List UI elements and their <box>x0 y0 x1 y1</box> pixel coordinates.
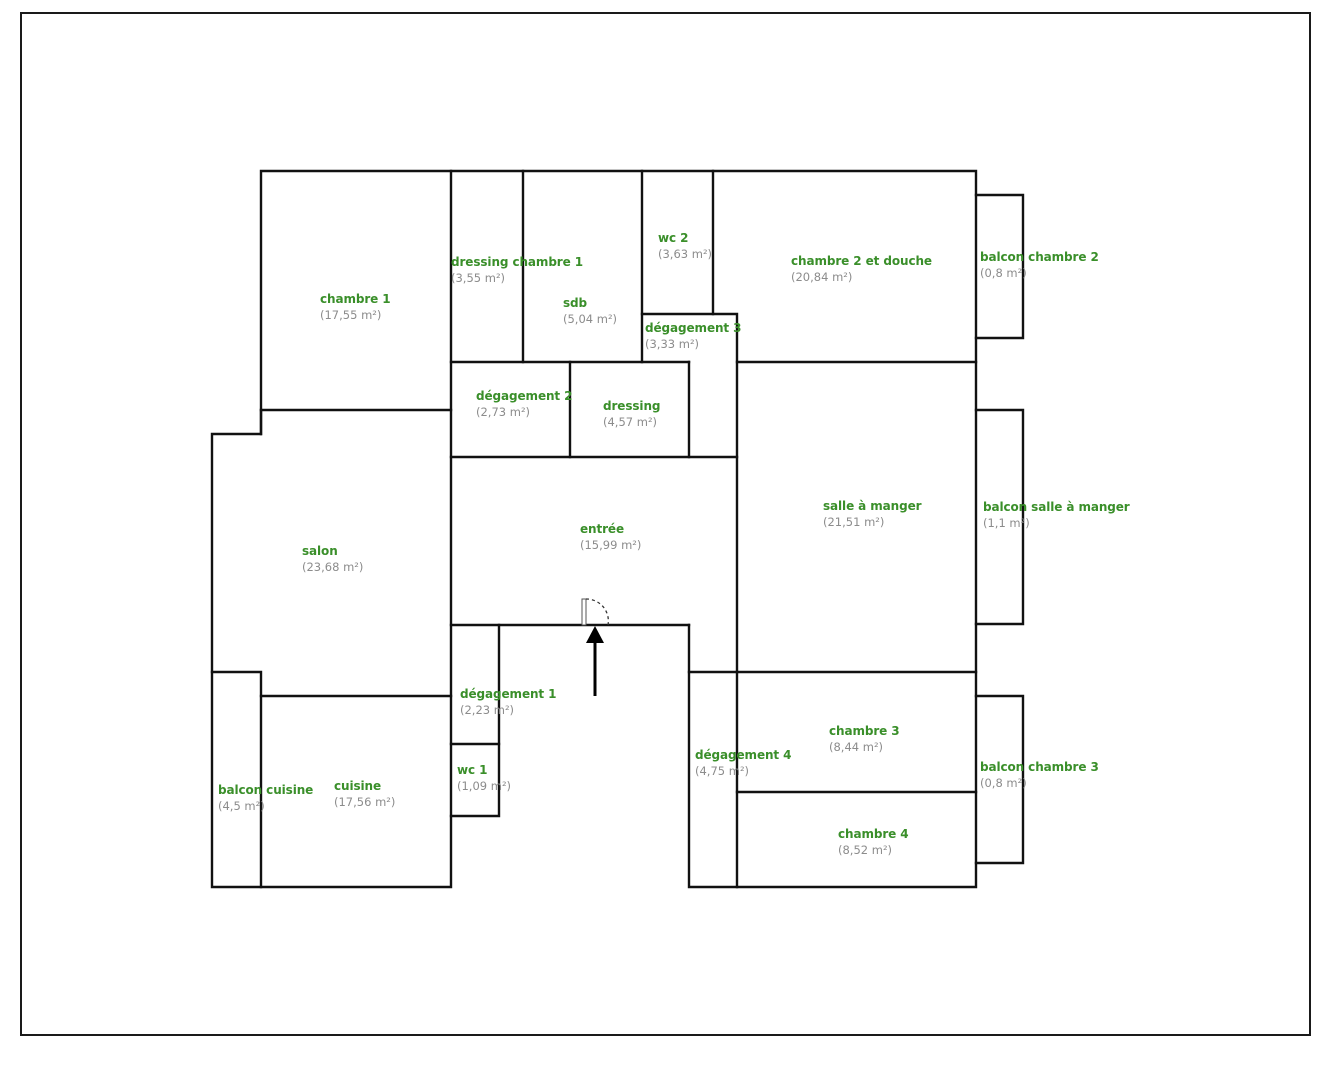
room-label-entree: entrée (15,99 m²) <box>580 521 641 553</box>
room-name: chambre 1 <box>320 292 391 306</box>
room-area: (1,09 m²) <box>457 779 512 793</box>
room-label-chambre-3: chambre 3 (8,44 m²) <box>829 723 900 755</box>
room-label-wc-2: wc 2 (3,63 m²) <box>658 230 712 262</box>
room-area: (4,75 m²) <box>695 764 750 778</box>
room-label-chambre-2-et-douche: chambre 2 et douche (20,84 m²) <box>791 253 932 285</box>
room-label-degagement-3: dégagement 3 (3,33 m²) <box>645 320 742 352</box>
room-name: sdb <box>563 296 588 310</box>
room-name: dressing <box>603 399 661 413</box>
room-name: balcon cuisine <box>218 783 314 797</box>
room-label-wc-1: wc 1 (1,09 m²) <box>457 762 511 794</box>
room-label-dressing: dressing (4,57 m²) <box>603 398 660 430</box>
room-name: cuisine <box>334 779 382 793</box>
room-label-chambre-1: chambre 1 (17,55 m²) <box>320 291 391 323</box>
room-name: entrée <box>580 522 625 536</box>
room-area: (15,99 m²) <box>580 538 642 552</box>
room-name: salon <box>302 544 338 558</box>
room-name: dégagement 4 <box>695 748 792 762</box>
room-area: (3,55 m²) <box>451 271 506 285</box>
room-area: (0,8 m²) <box>980 266 1027 280</box>
room-name: chambre 4 <box>838 827 909 841</box>
room-area: (8,44 m²) <box>829 740 884 754</box>
room-name: wc 1 <box>457 763 488 777</box>
room-name: balcon chambre 3 <box>980 760 1099 774</box>
room-label-cuisine: cuisine (17,56 m²) <box>334 778 395 810</box>
room-area: (8,52 m²) <box>838 843 893 857</box>
room-name: balcon salle à manger <box>983 500 1130 514</box>
room-area: (4,5 m²) <box>218 799 265 813</box>
room-area: (2,73 m²) <box>476 405 531 419</box>
room-label-dressing-chambre-1: dressing chambre 1 (3,55 m²) <box>451 254 583 286</box>
room-area: (21,51 m²) <box>823 515 885 529</box>
entrance-arrow-icon <box>586 626 604 696</box>
room-area: (17,56 m²) <box>334 795 396 809</box>
room-label-chambre-4: chambre 4 (8,52 m²) <box>838 826 909 858</box>
room-name: dressing chambre 1 <box>451 255 583 269</box>
room-label-balcon-salle-a-manger: balcon salle à manger (1,1 m²) <box>983 499 1130 531</box>
room-label-sdb: sdb (5,04 m²) <box>563 295 617 327</box>
room-name: balcon chambre 2 <box>980 250 1099 264</box>
room-area: (17,55 m²) <box>320 308 382 322</box>
plan-frame <box>20 12 1311 1036</box>
room-name: dégagement 3 <box>645 321 742 335</box>
room-area: (5,04 m²) <box>563 312 618 326</box>
room-area: (1,1 m²) <box>983 516 1030 530</box>
room-area: (23,68 m²) <box>302 560 364 574</box>
room-name: chambre 2 et douche <box>791 254 932 268</box>
room-area: (0,8 m²) <box>980 776 1027 790</box>
room-area: (2,23 m²) <box>460 703 515 717</box>
room-area: (4,57 m²) <box>603 415 658 429</box>
room-label-salon: salon (23,68 m²) <box>302 543 363 575</box>
room-name: wc 2 <box>658 231 689 245</box>
room-label-degagement-4: dégagement 4 (4,75 m²) <box>695 747 792 779</box>
room-label-salle-a-manger: salle à manger (21,51 m²) <box>823 498 922 530</box>
room-label-balcon-chambre-2: balcon chambre 2 (0,8 m²) <box>980 249 1099 281</box>
room-label-balcon-cuisine: balcon cuisine (4,5 m²) <box>218 782 313 814</box>
room-area: (20,84 m²) <box>791 270 853 284</box>
room-name: dégagement 1 <box>460 687 557 701</box>
walls <box>210 169 1025 889</box>
room-name: salle à manger <box>823 499 922 513</box>
room-name: chambre 3 <box>829 724 900 738</box>
room-label-degagement-1: dégagement 1 (2,23 m²) <box>460 686 557 718</box>
room-label-balcon-chambre-3: balcon chambre 3 (0,8 m²) <box>980 759 1099 791</box>
room-name: dégagement 2 <box>476 389 573 403</box>
room-area: (3,63 m²) <box>658 247 713 261</box>
door-swing-icon <box>581 598 610 626</box>
room-area: (3,33 m²) <box>645 337 700 351</box>
room-label-degagement-2: dégagement 2 (2,73 m²) <box>476 388 573 420</box>
